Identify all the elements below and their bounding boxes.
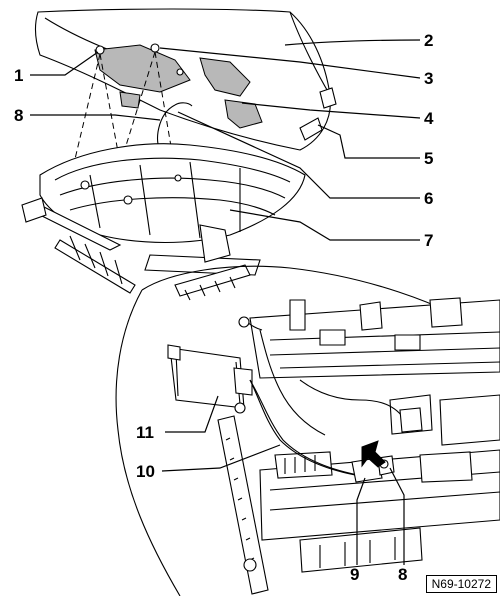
callout-9: 9 — [350, 565, 359, 584]
callout-7: 7 — [424, 231, 433, 250]
leader-lines — [30, 39, 421, 565]
callout-3: 3 — [424, 69, 433, 88]
callout-6: 6 — [424, 189, 433, 208]
callout-8-upper: 8 — [14, 106, 23, 125]
callout-5: 5 — [424, 149, 433, 168]
seat-cushion-drawing — [21, 8, 337, 301]
callout-10: 10 — [136, 462, 155, 481]
callout-8-lower: 8 — [398, 565, 407, 584]
callout-2: 2 — [424, 31, 433, 50]
detail-magnified-view — [115, 265, 500, 596]
callout-4: 4 — [424, 109, 434, 128]
figure-reference: N69-10272 — [425, 575, 497, 593]
callout-labels: 1 2 3 4 5 6 7 8 8 9 10 11 — [14, 31, 434, 584]
callout-11: 11 — [136, 423, 154, 442]
callout-1: 1 — [14, 66, 23, 85]
